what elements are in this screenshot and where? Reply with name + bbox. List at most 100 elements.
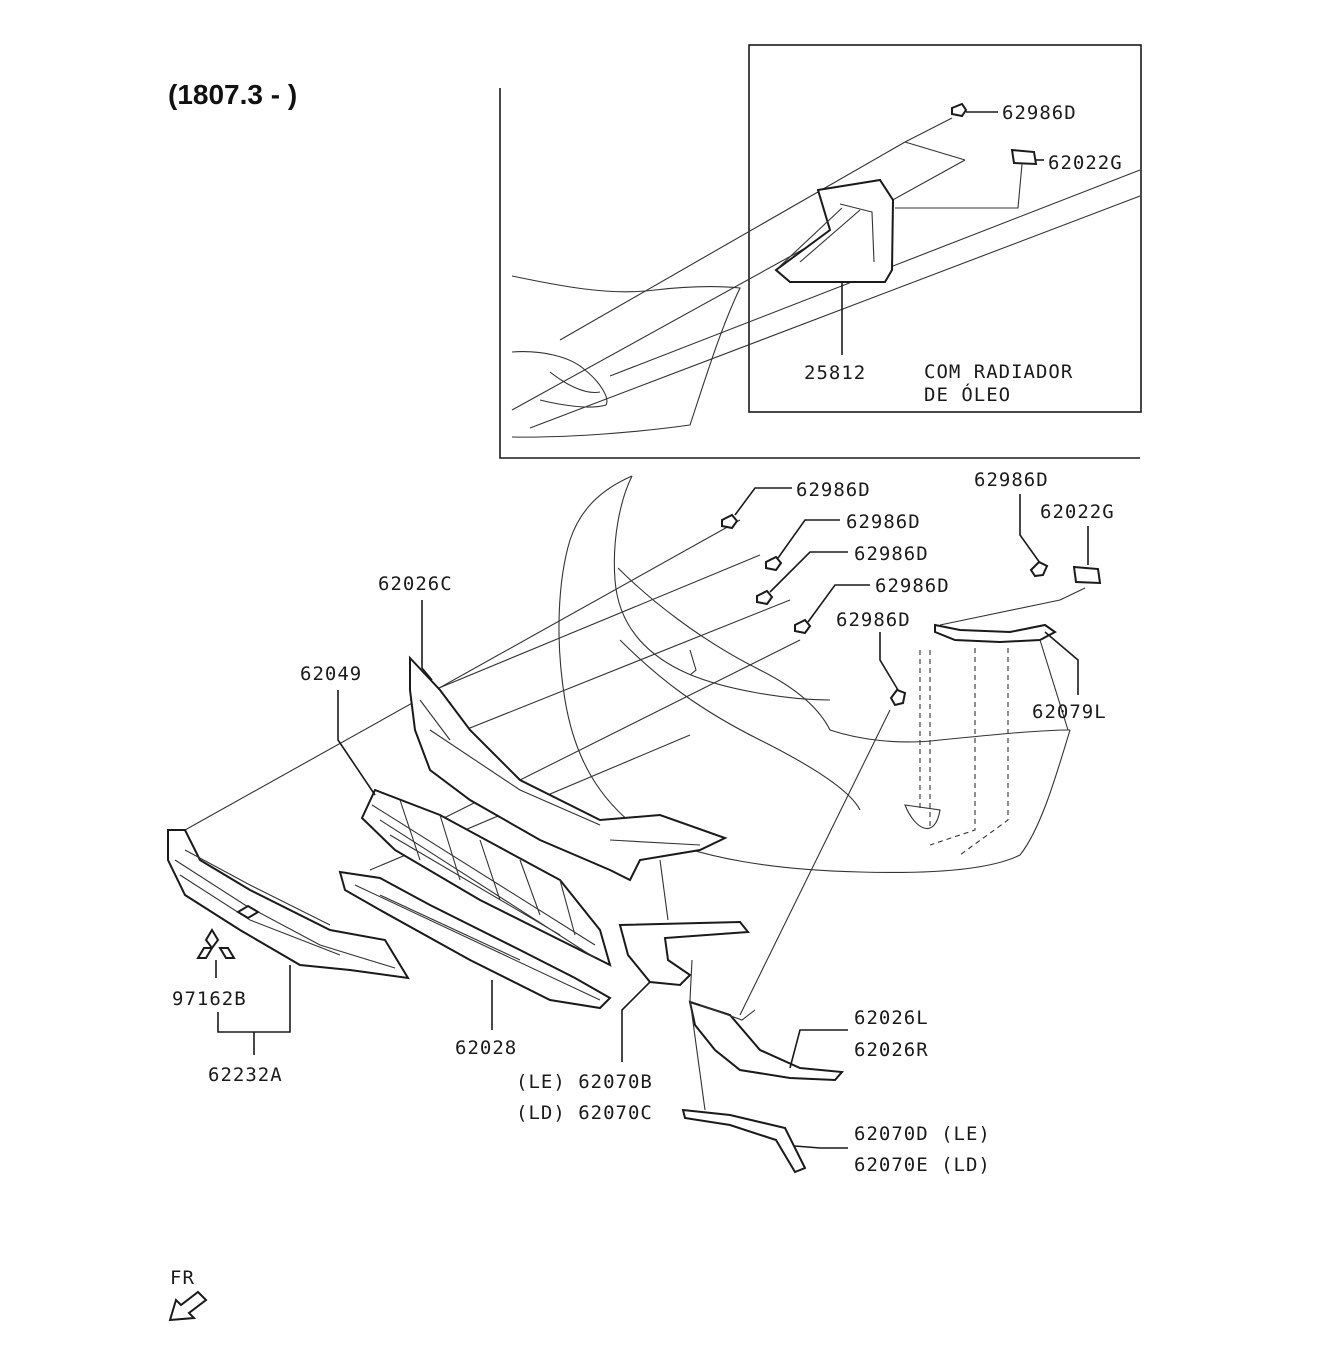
screw-icon-1 <box>721 513 739 530</box>
label-62079L: 62079L <box>1032 701 1107 723</box>
inset-detail-box <box>748 44 1142 413</box>
inset-clip-icon <box>1010 148 1038 166</box>
inset-fog-recess <box>549 371 601 394</box>
mesh-grille-62049 <box>360 788 612 967</box>
leader-62986D-5 <box>879 632 899 691</box>
label-62026C: 62026C <box>378 573 453 595</box>
trim-strip-body <box>681 1108 807 1174</box>
trim-strip-62070DE <box>681 1108 807 1174</box>
leader-62986D-2 <box>777 519 840 559</box>
lower-grille-body <box>338 870 612 1010</box>
label-62986D-1: 62986D <box>796 479 871 501</box>
label-62026R: 62026R <box>854 1039 929 1061</box>
clip-icon-62022G <box>1072 565 1102 585</box>
label-25812: 25812 <box>804 362 866 384</box>
leader-trim-to-bezel <box>689 959 706 1111</box>
label-62986D-2: 62986D <box>846 511 921 533</box>
label-62022G: 62022G <box>1040 501 1115 523</box>
guide-line-2 <box>409 554 761 701</box>
guide-dash-4 <box>959 648 1009 856</box>
emblem-97162B <box>196 928 236 959</box>
screw-icon-3 <box>756 589 774 606</box>
inset-note-line2: DE ÓLEO <box>924 382 1011 406</box>
inset-screw-icon <box>951 102 968 118</box>
front-direction-indicator: FR <box>168 1267 208 1322</box>
main-leader-lines <box>215 487 1089 1149</box>
leader-62986D-1 <box>734 487 792 516</box>
bumper-cover-outline <box>558 475 1071 874</box>
front-grille-slats <box>174 849 396 969</box>
front-direction-label: FR <box>170 1267 195 1289</box>
label-inset-62022G: 62022G <box>1048 152 1123 174</box>
label-62232A: 62232A <box>208 1064 283 1086</box>
side-bracket-leg <box>1039 639 1069 731</box>
screws-62986D <box>721 513 1102 707</box>
label-inset-62986D: 62986D <box>1002 102 1077 124</box>
bumper-cover-lower-line <box>619 639 861 811</box>
inset-bumper-corner <box>511 351 608 408</box>
inset-bumper-edge-5 <box>904 141 966 161</box>
arrow-down-left-icon <box>168 1290 208 1322</box>
guide-line-3 <box>439 599 791 741</box>
label-62070E: 62070E (LD) <box>854 1154 991 1176</box>
inset-frame-outer <box>499 88 1140 459</box>
front-grille-62232A <box>167 829 410 980</box>
leader-inset-screw-to-part <box>904 117 953 143</box>
leader-62026C <box>421 600 433 681</box>
bumper-cover-notch <box>689 649 697 676</box>
inset-bumper-outline <box>511 275 741 438</box>
leader-62986D-4 <box>807 584 870 623</box>
label-62049: 62049 <box>300 663 362 685</box>
inset-bumper-edge-3 <box>559 141 906 341</box>
side-bracket-62079L <box>934 623 1069 731</box>
air-duct-detail <box>777 203 875 269</box>
screw-icon-5 <box>889 688 907 707</box>
label-62986D-6: 62986D <box>974 469 1049 491</box>
leader-62986D-6 <box>1019 494 1041 564</box>
inset-oil-cooler: 62986D 62022G 25812 COM RADIADOR DE ÓLEO <box>499 44 1142 459</box>
bumper-cover <box>558 475 1071 874</box>
lower-grille-62028 <box>338 870 612 1010</box>
screw-icon-6 <box>1029 560 1049 578</box>
guide-line-7 <box>939 599 1061 626</box>
label-62070B: (LE) 62070B <box>516 1071 653 1093</box>
grille-emblem-mount <box>236 904 260 920</box>
inset-note-line1: COM RADIADOR <box>924 361 1073 383</box>
leader-bezel-to-frame <box>659 859 669 921</box>
label-62986D-5: 62986D <box>836 609 911 631</box>
leader-62070BC <box>621 981 651 1062</box>
guide-line-8 <box>1059 587 1086 601</box>
part-labels: 62986D 62986D 62986D 62986D 62986D 62986… <box>172 469 1115 1176</box>
leader-62079L <box>1044 631 1079 695</box>
label-62986D-4: 62986D <box>875 575 950 597</box>
mesh-grille-pattern <box>371 799 596 959</box>
label-62070C: (LD) 62070C <box>516 1102 653 1124</box>
bumper-cover-lip <box>617 567 1071 743</box>
leader-62026LR <box>789 1029 848 1069</box>
garnish-body <box>688 1000 845 1082</box>
garnish-clip <box>699 1004 756 1021</box>
leader-62070DE <box>794 1145 848 1149</box>
side-bezel-62070BC <box>618 920 750 987</box>
side-bracket-body <box>934 623 1057 644</box>
front-grille-body <box>167 829 410 980</box>
screw-icon-4 <box>794 618 812 635</box>
side-bezel-body <box>618 920 750 987</box>
garnish-62026LR <box>688 1000 845 1082</box>
three-diamond-emblem-icon <box>196 928 236 959</box>
label-97162B: 97162B <box>172 988 247 1010</box>
leader-62049 <box>337 690 376 796</box>
diagram-title: (1807.3 - ) <box>168 79 297 110</box>
label-62028: 62028 <box>455 1037 517 1059</box>
label-62070D: 62070D (LE) <box>854 1123 991 1145</box>
bumper-cover-inner-upper <box>613 475 831 701</box>
guide-line-6 <box>739 709 891 1016</box>
leader-62986D-3 <box>769 551 848 593</box>
guide-dash-3 <box>929 648 976 846</box>
upper-grille-frame-detail <box>419 699 701 846</box>
inset-bumper-edge-2 <box>529 195 1141 429</box>
mesh-grille-body <box>360 788 612 967</box>
label-62026L: 62026L <box>854 1007 929 1029</box>
guide-line-1 <box>184 519 741 831</box>
